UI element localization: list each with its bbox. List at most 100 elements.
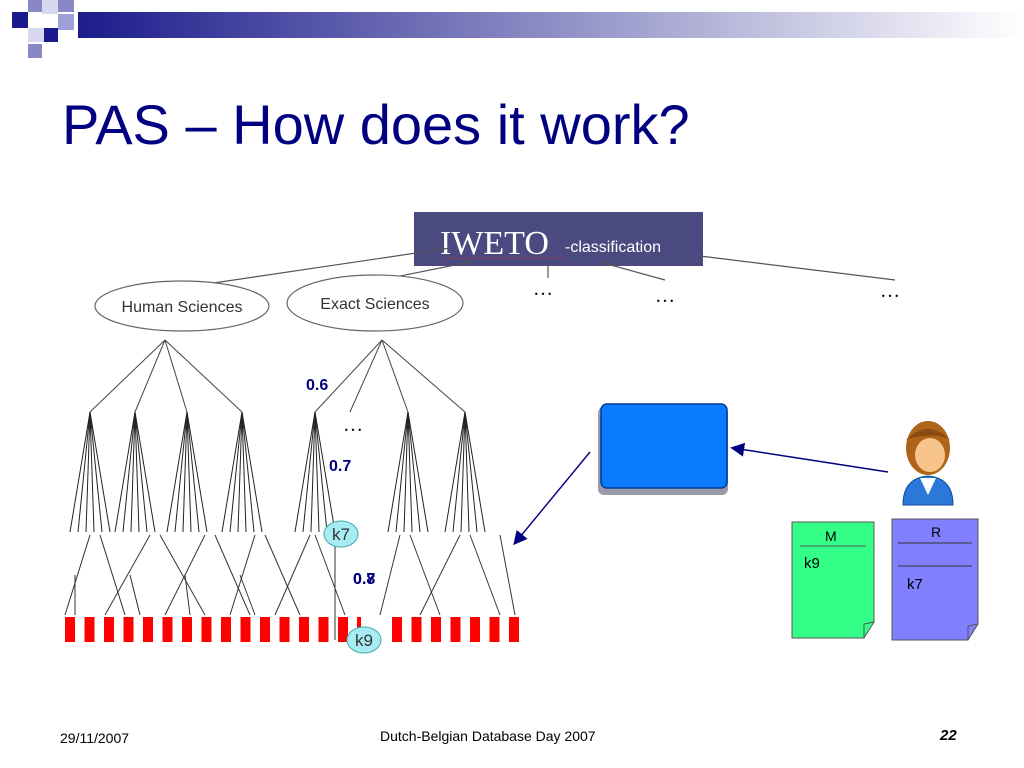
leaf-bar-20 [489, 617, 500, 642]
fan-line-1 [114, 411, 136, 533]
fan-line-4 [314, 411, 336, 533]
doc-m-keyword: k9 [804, 555, 820, 572]
fan-line-6 [464, 411, 470, 533]
fan-line-1 [134, 411, 140, 533]
fan-line-1 [134, 411, 156, 533]
leaf-link-14 [499, 534, 516, 616]
doc-r-header: R [931, 524, 942, 540]
leaf-link-13 [469, 534, 501, 616]
weight-overlap-a: 0.7 [353, 571, 376, 588]
iweto-logo-suffix: -classification [565, 239, 661, 256]
leaf-bar-17 [431, 617, 441, 642]
leaf-link-5 [214, 534, 251, 616]
leaf-link-7 [264, 534, 301, 616]
fan-line-1 [134, 411, 148, 533]
footer-date: 29/11/2007 [60, 730, 130, 746]
fan-line-4 [294, 411, 316, 533]
leaf-link-17 [184, 574, 191, 616]
fan-line-1 [130, 411, 136, 533]
fan-line-3 [241, 411, 255, 533]
leaf-link-2 [104, 534, 151, 616]
leaf-bar-1 [84, 617, 95, 642]
process-box [598, 403, 728, 495]
keyword-node-k9: k9 [346, 626, 382, 654]
leaf-bar-19 [470, 617, 480, 642]
fan-line-0 [85, 411, 91, 533]
doc-m-header: M [825, 528, 837, 544]
node-label: Exact Sciences [320, 296, 429, 313]
fan-line-2 [186, 411, 200, 533]
fan-line-0 [69, 411, 91, 533]
fan-line-1 [122, 411, 136, 533]
leaf-link-16 [129, 574, 141, 616]
leaf-bar-18 [450, 617, 461, 642]
fan-line-5 [407, 411, 413, 533]
leaf-link-8 [274, 534, 311, 616]
iweto-logo: IWETO -classification [414, 212, 703, 266]
node-label: Human Sciences [122, 299, 243, 316]
fan-line-0 [77, 411, 91, 533]
footer-center: Dutch-Belgian Database Day 2007 [380, 728, 596, 744]
fan-line-0 [89, 411, 95, 533]
slide-title: PAS – How does it work? [62, 93, 690, 156]
leaf-bar-12 [299, 617, 309, 642]
fan-line-2 [182, 411, 188, 533]
leaf-bar-0 [65, 617, 75, 642]
arrow-user-to-process [730, 442, 889, 473]
fan-subtrees [69, 411, 486, 533]
fan-line-6 [444, 411, 466, 533]
fan-line-3 [241, 411, 263, 533]
doc-r-keyword: k7 [907, 576, 923, 593]
fan-line-5 [407, 411, 421, 533]
node-exact-sciences: Exact Sciences [286, 274, 464, 332]
fan-line-5 [387, 411, 409, 533]
leaf-link-10 [379, 534, 401, 616]
keyword-node-k7: k7 [323, 520, 359, 548]
leaf-link-3 [159, 534, 206, 616]
ellipsis-2: … [655, 285, 675, 307]
leaf-bar-10 [260, 617, 270, 642]
leaf-link-18 [239, 574, 256, 616]
fan-line-6 [460, 411, 466, 533]
weight-lower: 0.7 [329, 458, 352, 475]
leaf-bar-21 [509, 617, 519, 642]
fan-line-0 [89, 411, 103, 533]
leaf-link-6 [229, 534, 256, 616]
document-m [791, 521, 875, 639]
fan-line-2 [186, 411, 208, 533]
fan-line-2 [174, 411, 188, 533]
fan-line-4 [314, 411, 328, 533]
ellipsis-4: … [343, 414, 363, 436]
leaf-bar-3 [123, 617, 134, 642]
leaf-link-11 [409, 534, 441, 616]
leaf-bar-16 [411, 617, 422, 642]
weight-overlap-b: 0.8 [353, 571, 376, 588]
fan-line-3 [237, 411, 243, 533]
document-r [891, 518, 979, 641]
leaf-bar-14 [338, 617, 348, 642]
leaf-bars [65, 617, 519, 642]
leaf-links [64, 534, 516, 616]
node-human-sciences: Human Sciences [94, 280, 270, 332]
fan-line-4 [314, 411, 320, 533]
fan-line-5 [403, 411, 409, 533]
leaf-link-9 [314, 534, 346, 616]
fan-line-3 [241, 411, 247, 533]
leaf-bar-9 [240, 617, 251, 642]
fan-line-0 [89, 411, 111, 533]
leaf-bar-5 [162, 617, 173, 642]
leaf-bar-15 [392, 617, 402, 642]
leaf-bar-7 [201, 617, 212, 642]
fan-line-5 [407, 411, 429, 533]
k7-label: k7 [332, 525, 350, 544]
page-number: 22 [940, 727, 957, 744]
fan-line-3 [229, 411, 243, 533]
leaf-bar-2 [104, 617, 114, 642]
header-decoration [12, 0, 1024, 58]
leaf-bar-11 [279, 617, 290, 642]
fan-line-2 [166, 411, 188, 533]
leaf-bar-8 [221, 617, 231, 642]
weight-upper: 0.6 [306, 377, 329, 394]
fan-line-3 [221, 411, 243, 533]
